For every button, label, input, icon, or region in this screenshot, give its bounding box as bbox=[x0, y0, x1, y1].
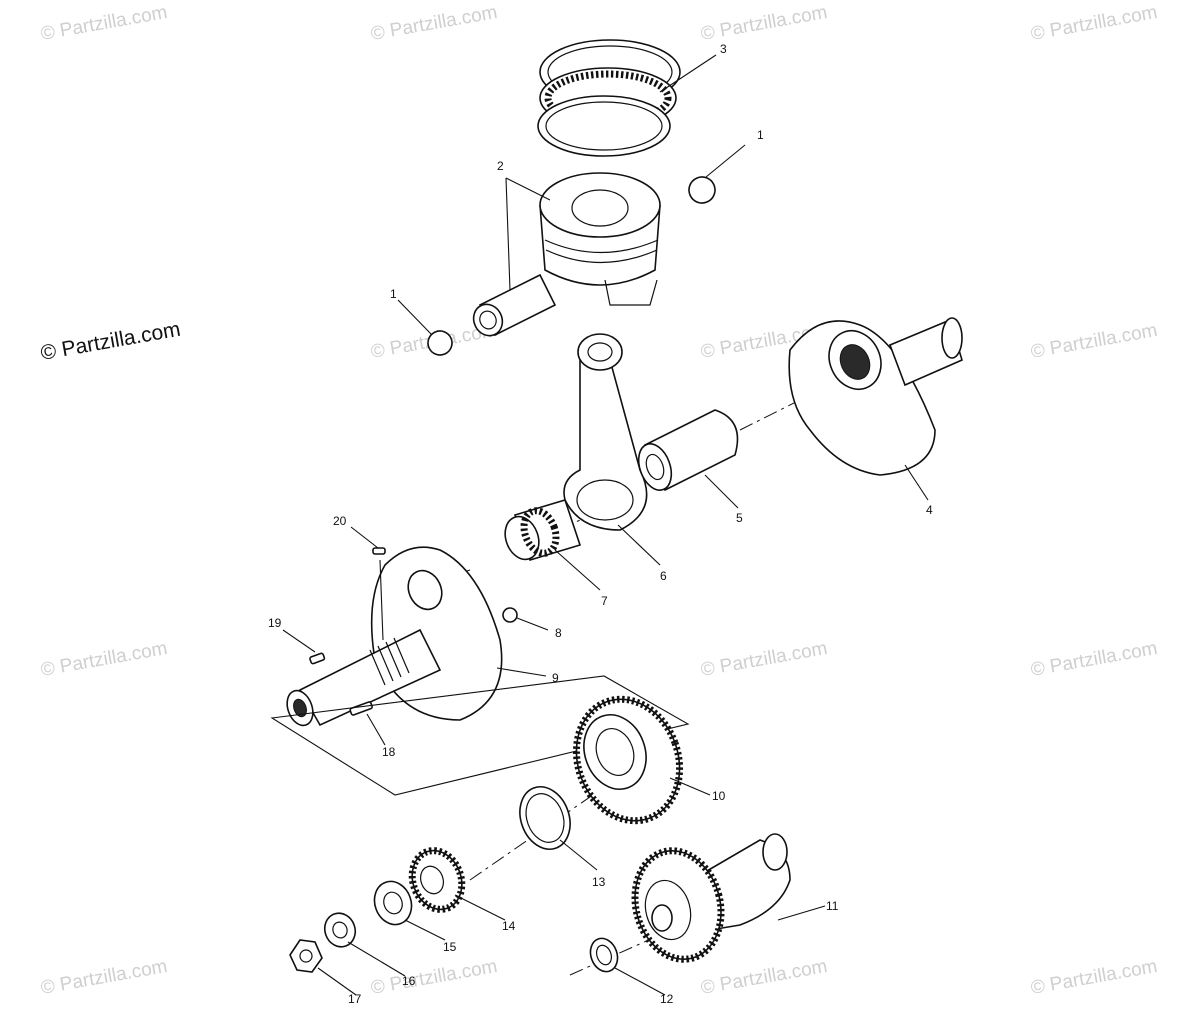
watermark: © Partzilla.com bbox=[39, 638, 169, 681]
cam-gear-assembly bbox=[631, 833, 791, 963]
piston-rings bbox=[537, 39, 681, 157]
watermark: © Partzilla.com bbox=[1029, 956, 1159, 999]
watermark: © Partzilla.com bbox=[1029, 320, 1159, 363]
callout-8: 8 bbox=[555, 626, 562, 640]
key-19 bbox=[309, 652, 326, 665]
circlip-right bbox=[688, 176, 716, 204]
watermark: © Partzilla.com bbox=[699, 2, 829, 45]
washer-13 bbox=[519, 786, 571, 850]
crank-ball bbox=[502, 607, 518, 623]
callout-2: 2 bbox=[497, 159, 504, 173]
connecting-rod bbox=[563, 333, 648, 531]
watermark: © Partzilla.com bbox=[1029, 638, 1159, 681]
crank-half-left bbox=[286, 546, 503, 727]
key-20 bbox=[372, 547, 386, 555]
needle-bearing bbox=[504, 499, 582, 561]
callout-11: 11 bbox=[826, 899, 839, 913]
callout-12: 12 bbox=[660, 992, 674, 1006]
callout-16: 16 bbox=[402, 974, 416, 988]
washer-16 bbox=[323, 912, 357, 948]
small-gear bbox=[408, 847, 466, 913]
callout-15: 15 bbox=[443, 940, 457, 954]
crank-half-right bbox=[788, 317, 963, 476]
crank-pin bbox=[637, 409, 739, 492]
callout-7: 7 bbox=[601, 594, 608, 608]
callout-1-left: 1 bbox=[390, 287, 397, 301]
callout-3: 3 bbox=[720, 42, 727, 56]
callout-17: 17 bbox=[348, 992, 362, 1006]
callout-18: 18 bbox=[382, 745, 396, 759]
watermark: © Partzilla.com bbox=[1029, 2, 1159, 45]
watermark: © Partzilla.com bbox=[699, 638, 829, 681]
watermark: © Partzilla.com bbox=[369, 956, 499, 999]
piston bbox=[539, 172, 661, 306]
piston-pin bbox=[472, 273, 557, 337]
callout-5: 5 bbox=[736, 511, 743, 525]
callout-20: 20 bbox=[333, 514, 347, 528]
watermark: © Partzilla.com bbox=[39, 2, 169, 45]
circlip-left bbox=[427, 330, 453, 356]
washer-12 bbox=[589, 937, 619, 973]
callout-19: 19 bbox=[268, 616, 282, 630]
callout-6: 6 bbox=[660, 569, 667, 583]
copyright-notice: © Partzilla.com bbox=[39, 318, 182, 365]
callout-14: 14 bbox=[502, 919, 516, 933]
watermark: © Partzilla.com bbox=[369, 2, 499, 45]
watermark: © Partzilla.com bbox=[699, 956, 829, 999]
watermark: © Partzilla.com bbox=[39, 956, 169, 999]
drive-gear bbox=[572, 695, 684, 825]
cam-axis-line bbox=[569, 934, 661, 976]
leader-lines bbox=[282, 54, 929, 996]
hex-nut bbox=[289, 939, 323, 973]
callout-10: 10 bbox=[712, 789, 726, 803]
castle-nut bbox=[373, 880, 413, 926]
callout-13: 13 bbox=[592, 875, 606, 889]
callout-4: 4 bbox=[926, 503, 933, 517]
callout-labels: 3 1 2 1 4 5 6 7 8 9 10 11 12 13 14 15 16… bbox=[268, 42, 933, 1006]
callout-9: 9 bbox=[552, 671, 559, 685]
pin-18 bbox=[349, 701, 373, 716]
callout-1-top: 1 bbox=[757, 128, 764, 142]
assembly-bracket bbox=[270, 675, 690, 796]
